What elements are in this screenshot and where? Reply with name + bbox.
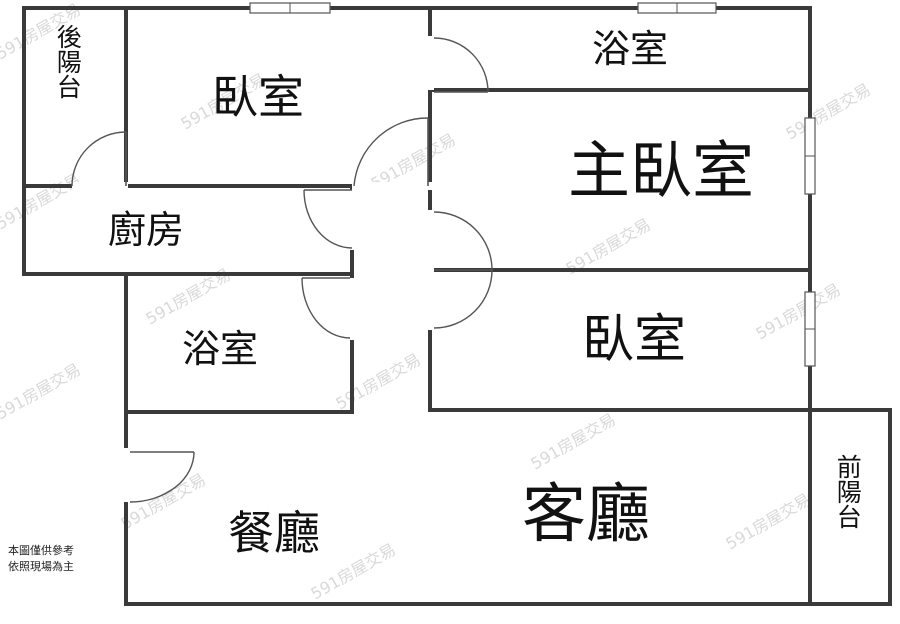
- room-label-kitchen: 廚房: [108, 208, 185, 252]
- door-arc-entry: [129, 451, 195, 503]
- watermark: 591房屋交易: [308, 540, 399, 604]
- room-label-bedroom-top: 臥室: [212, 70, 304, 124]
- room-label-living: 客廳: [522, 478, 650, 552]
- door-arc-kitchen: [303, 189, 353, 249]
- room-label-bathroom-top: 浴室: [592, 27, 669, 71]
- door-arc-bathroom-top: [433, 37, 489, 93]
- wall-kitchen: [22, 184, 354, 276]
- watermark: 591房屋交易: [753, 280, 844, 344]
- watermark: 591房屋交易: [528, 410, 619, 474]
- watermark: 591房屋交易: [0, 360, 84, 424]
- door-arc-bedroom-mid: [433, 269, 493, 329]
- watermark: 591房屋交易: [0, 170, 84, 234]
- watermark: 591房屋交易: [723, 490, 814, 554]
- disclaimer-note: 本圖僅供參考 依照現場為主: [8, 543, 74, 575]
- disclaimer-line-1: 本圖僅供參考: [8, 544, 74, 557]
- disclaimer-line-2: 依照現場為主: [8, 559, 74, 573]
- room-label-dining: 餐廳: [228, 506, 320, 560]
- door-arc-master-bedroom: [433, 211, 493, 271]
- room-label-bedroom-mid: 臥室: [582, 310, 687, 370]
- room-label-bathroom-mid: 浴室: [182, 327, 259, 371]
- door-arc-bathroom-mid: [301, 277, 351, 339]
- watermark: 591房屋交易: [333, 350, 424, 414]
- wall-living-outer: [124, 408, 892, 606]
- doors: [71, 36, 493, 503]
- room-label-master-bedroom: 主臥室: [568, 134, 755, 207]
- door-arc-rear-balcony: [71, 131, 127, 187]
- room-label-front-balcony: 前陽台: [833, 454, 863, 529]
- door-arc-bedroom-top: [353, 117, 429, 187]
- windows: [249, 2, 816, 367]
- room-label-rear-balcony: 後陽台: [53, 24, 83, 99]
